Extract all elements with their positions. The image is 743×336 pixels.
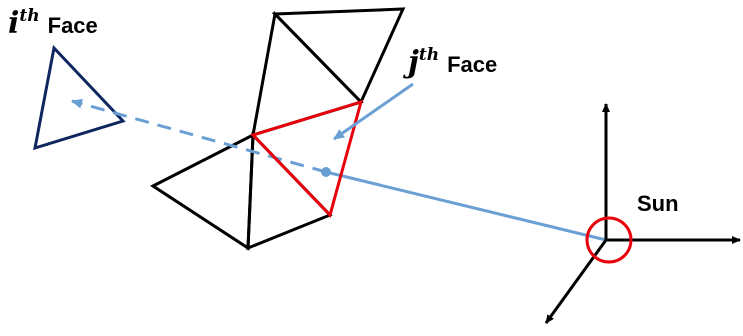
j-face-pointer-arrow [333, 82, 414, 141]
mesh-face-lower-left [150, 132, 255, 251]
sun-label: Sun [637, 191, 679, 216]
i-face-math: i [8, 6, 19, 41]
i-face-sup: th [19, 6, 39, 26]
mesh-face-top-left [251, 10, 364, 138]
i-face-text: Face [48, 13, 98, 38]
mesh-face-lower-middle [246, 131, 333, 251]
j-face-sup: th [419, 45, 439, 65]
ray-dashed-segment [71, 98, 327, 174]
i-face-label: ith Face [8, 6, 98, 41]
j-face-triangle [250, 99, 364, 218]
sun-marker [585, 216, 633, 264]
j-face-math: j [403, 45, 419, 80]
i-face-triangle [33, 44, 126, 151]
j-face-label: jth Face [403, 45, 497, 80]
mesh-face-top-right [271, 7, 406, 105]
ray-solid-segment [325, 170, 607, 242]
j-face-text: Face [447, 52, 497, 77]
ray-intersection-point [321, 167, 331, 177]
axis-down-left [544, 239, 608, 324]
